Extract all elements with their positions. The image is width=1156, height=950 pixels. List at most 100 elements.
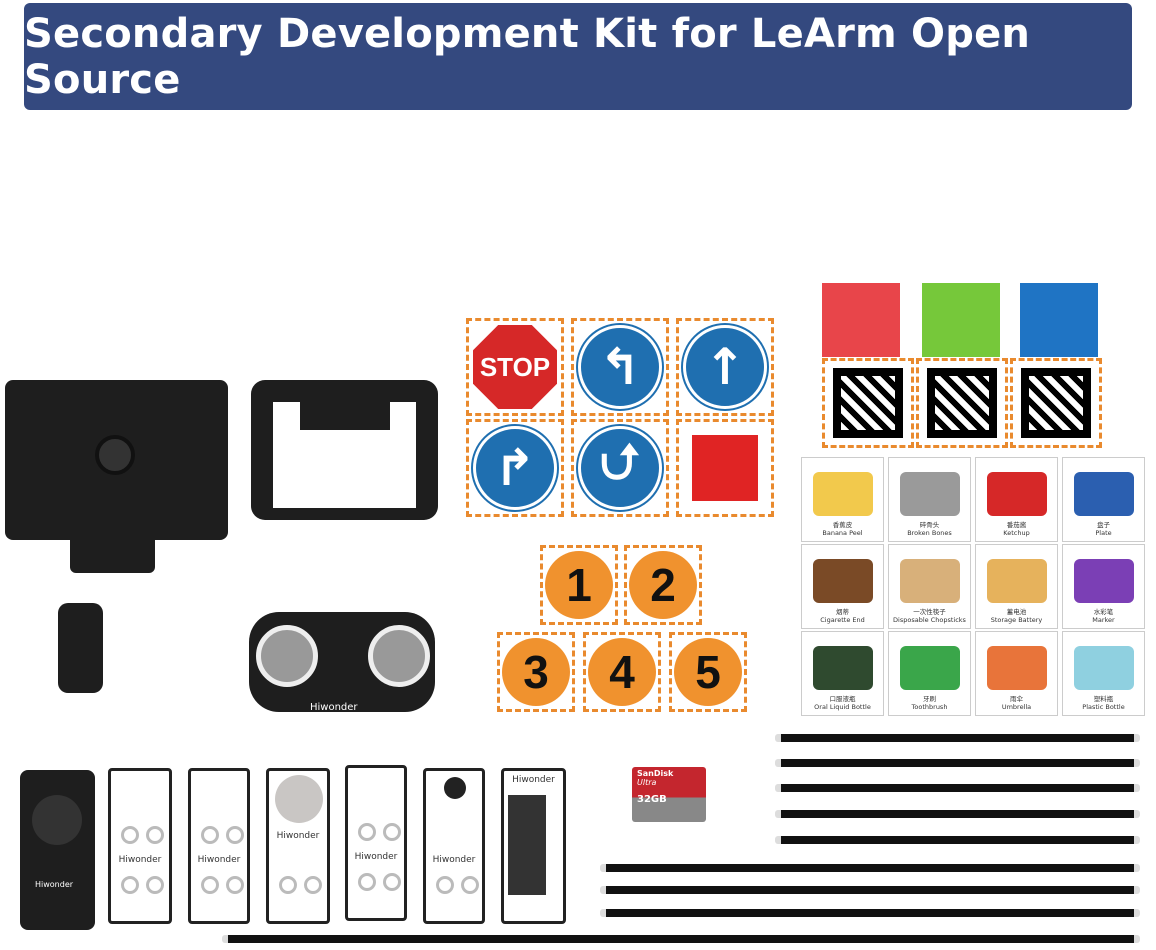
card-label-zh: 牙刷 (923, 695, 936, 704)
number-5: 5 (674, 638, 742, 706)
u-turn-arrow-icon: ⮍ (578, 426, 662, 510)
module-brand: Hiwonder (276, 831, 320, 841)
green-cube (922, 283, 1000, 357)
number-1: 1 (545, 551, 613, 619)
cable (600, 864, 1140, 872)
ultrasonic-brand: Hiwonder (310, 702, 358, 713)
card-label-zh: 碎骨头 (919, 521, 940, 530)
module-brand: Hiwonder (118, 855, 162, 865)
garbage-image (812, 472, 873, 517)
card-label-zh: 塑料瓶 (1093, 695, 1114, 704)
red-square (692, 435, 758, 501)
card-label-en: Banana Peel (822, 529, 863, 538)
sign-u-turn: ⮍ (571, 419, 669, 517)
card-label-zh: 香蕉皮 (832, 521, 853, 530)
sd-card: SanDisk Ultra 32GB (632, 767, 706, 822)
card-label-en: Plastic Bottle (1082, 703, 1125, 712)
card-label-en: Cigarette End (820, 616, 865, 625)
cable (775, 836, 1140, 844)
right-turn-arrow-icon: ↱ (473, 426, 557, 510)
apriltag-1 (822, 358, 914, 448)
card-label-zh: 盘子 (1097, 521, 1110, 530)
garbage-image (1073, 559, 1134, 604)
apriltag-2 (916, 358, 1008, 448)
module-brand: Hiwonder (197, 855, 241, 865)
speaker-brand: Hiwonder (35, 880, 74, 889)
card-label-en: Umbrella (1001, 703, 1032, 712)
card-label-en: Disposable Chopsticks (893, 616, 966, 625)
number-card-5: 5 (669, 632, 747, 712)
garbage-image (986, 472, 1047, 517)
garbage-image (899, 472, 960, 517)
card-label-zh: 一次性筷子 (913, 608, 946, 617)
garbage-image (1073, 646, 1134, 691)
number-4: 4 (588, 638, 656, 706)
card-label-zh: 口服液瓶 (829, 695, 856, 704)
sign-left-turn: ↰ (571, 318, 669, 416)
cable (775, 784, 1140, 792)
cable (600, 886, 1140, 894)
module-brand: Hiwonder (432, 855, 476, 865)
sensor-module-1: Hiwonder (108, 768, 172, 924)
garbage-image (986, 646, 1047, 691)
camera-lens (95, 435, 135, 475)
card-label-en: Plate (1095, 529, 1112, 538)
ultrasonic-transducer-left (256, 625, 318, 687)
card-label-en: Storage Battery (990, 616, 1043, 625)
camera-cylinder (58, 603, 103, 693)
number-card-3: 3 (497, 632, 575, 712)
sd-line: Ultra (637, 777, 657, 787)
cable (222, 935, 1140, 943)
sign-right-turn: ↱ (466, 419, 564, 517)
number-card-1: 1 (540, 545, 618, 625)
card-label-en: Toothbrush (911, 703, 948, 712)
number-3: 3 (502, 638, 570, 706)
apriltag-3 (1010, 358, 1102, 448)
card-label-en: Ketchup (1003, 529, 1030, 538)
cable (775, 810, 1140, 818)
sign-stop: STOP (466, 318, 564, 416)
cable (600, 909, 1140, 917)
card-label-en: Broken Bones (907, 529, 952, 538)
cable (775, 759, 1140, 767)
title-banner: Secondary Development Kit for LeArm Open… (24, 3, 1132, 110)
red-cube (822, 283, 900, 357)
sign-red-square (676, 419, 774, 517)
card-label-zh: 番茄酱 (1006, 521, 1027, 530)
sd-capacity: 32GB (637, 793, 667, 805)
sensor-module-2: Hiwonder (188, 768, 250, 924)
sd-brand: SanDisk (637, 769, 674, 778)
up-arrow-icon: ↑ (683, 325, 767, 409)
card-label-zh: 水彩笔 (1093, 608, 1114, 617)
speaker-grille (32, 795, 82, 845)
cable (775, 734, 1140, 742)
stop-sign: STOP (473, 325, 557, 409)
garbage-image (899, 559, 960, 604)
garbage-image (812, 646, 873, 691)
sensor-module-5: Hiwonder (423, 768, 485, 924)
number-card-4: 4 (583, 632, 661, 712)
bracket-top (300, 380, 390, 430)
touch-module: Hiwonder (266, 768, 330, 924)
garbage-image (899, 646, 960, 691)
left-turn-arrow-icon: ↰ (578, 325, 662, 409)
card-label-zh: 蓄电池 (1006, 608, 1027, 617)
banner-title: Secondary Development Kit for LeArm Open… (24, 10, 1031, 103)
garbage-image (986, 559, 1047, 604)
sensor-module-4: Hiwonder (345, 765, 407, 921)
ultrasonic-transducer-right (368, 625, 430, 687)
card-label-en: Marker (1092, 616, 1115, 625)
number-2: 2 (629, 551, 697, 619)
